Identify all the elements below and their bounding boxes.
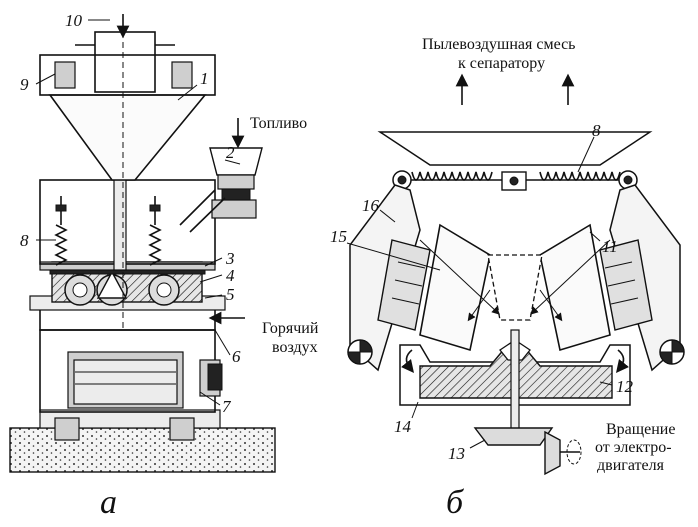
grinding-table: [399, 329, 631, 431]
tension-spring: [392, 170, 638, 191]
figure-a: 10 9 1 2 8 3 4 5 6 7 Топливо Горячий воз…: [9, 11, 319, 521]
callout-1: 1: [200, 69, 209, 88]
callout-6: 6: [232, 347, 241, 366]
label-rotation-2: от электро-: [595, 439, 672, 456]
fuel-feeder: [179, 118, 263, 233]
callout-8b: 8: [592, 121, 601, 140]
caption-b: б: [446, 484, 465, 521]
left-arm: [347, 184, 431, 372]
callout-11: 11: [602, 237, 618, 256]
figure-b: Пылевоздушная смесь к сепаратору: [330, 36, 685, 521]
label-rotation-3: двигателя: [597, 457, 665, 474]
callout-14: 14: [394, 417, 412, 436]
callout-12: 12: [616, 377, 634, 396]
callout-2: 2: [226, 143, 235, 162]
label-hot-air-2: воздух: [272, 339, 318, 356]
label-mixture-2: к сепаратору: [458, 55, 545, 72]
label-rotation-1: Вращение: [606, 421, 675, 438]
callout-4: 4: [226, 266, 235, 285]
label-mixture-1: Пылевоздушная смесь: [422, 36, 575, 53]
separator-hopper: [39, 14, 216, 330]
callout-15: 15: [330, 227, 347, 246]
caption-a: а: [100, 484, 117, 521]
bevel-gear-drive: [473, 427, 582, 476]
leader-lines-a: [35, 19, 241, 406]
callout-16: 16: [362, 196, 380, 215]
callout-13: 13: [448, 444, 465, 463]
grinding-zone: [39, 261, 216, 306]
gearbox: [39, 329, 223, 413]
callout-7: 7: [222, 397, 232, 416]
springs: [39, 179, 216, 266]
foundation: [9, 427, 276, 473]
label-fuel: Топливо: [250, 115, 307, 132]
callout-10: 10: [65, 11, 83, 30]
label-hot-air-1: Горячий: [262, 320, 319, 337]
callout-8a: 8: [20, 231, 29, 250]
callout-5: 5: [226, 285, 235, 304]
leader-lines-b: [346, 136, 613, 449]
callout-9: 9: [20, 75, 29, 94]
callout-3: 3: [225, 249, 235, 268]
right-arm: [599, 184, 685, 372]
